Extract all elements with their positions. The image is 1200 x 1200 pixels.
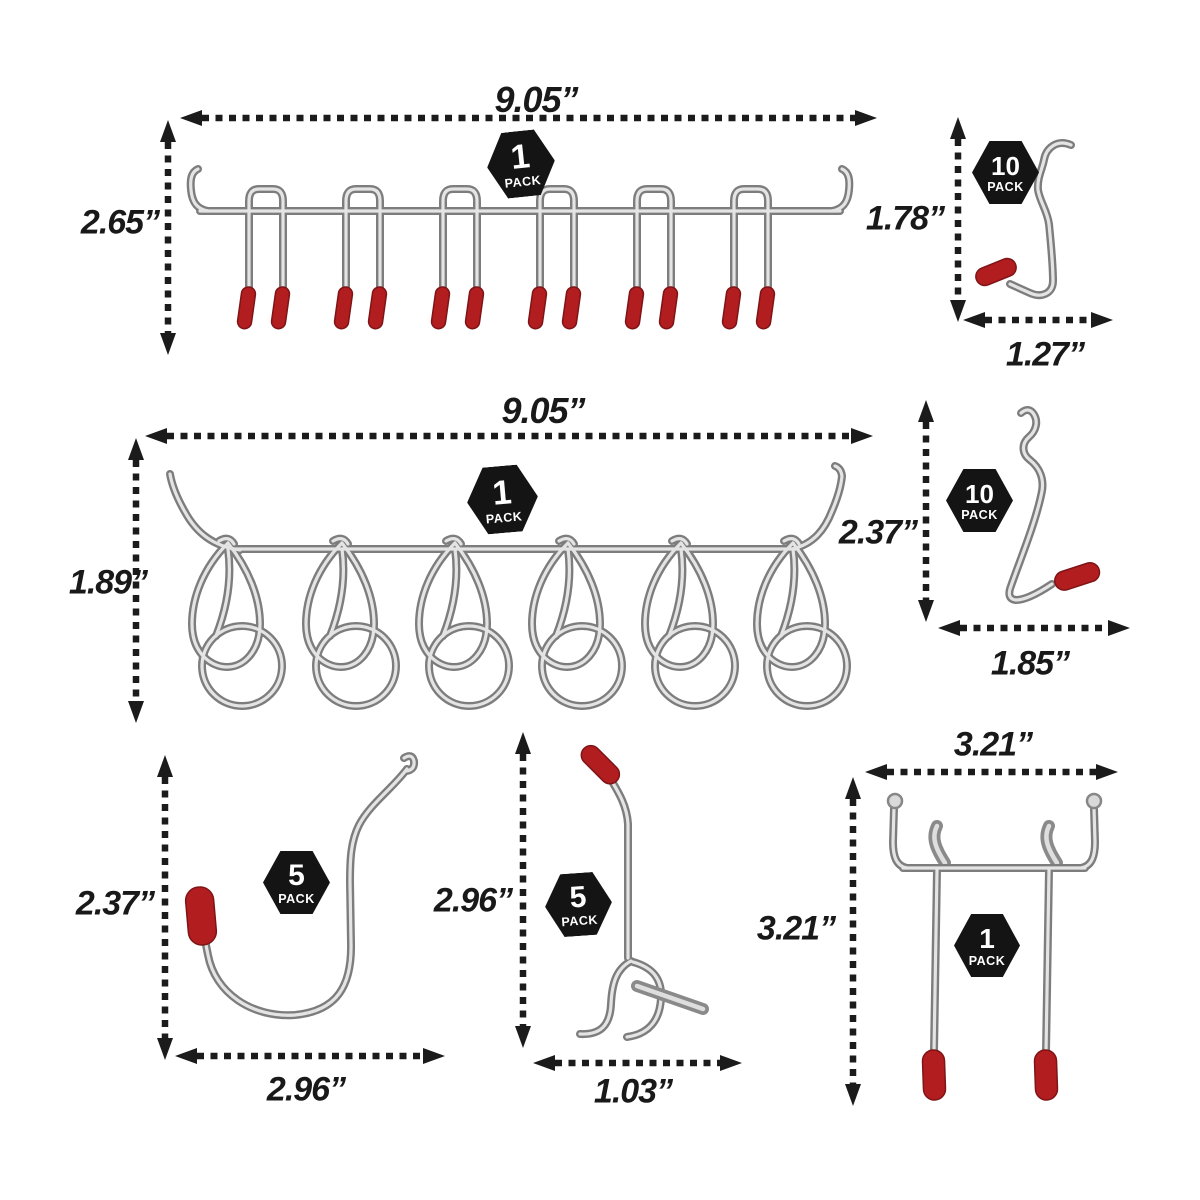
red-tip xyxy=(184,886,218,946)
pack-word: PACK xyxy=(987,179,1024,194)
pack-qty: 10 xyxy=(965,478,994,509)
vertical-arm-hook-graphic xyxy=(577,744,709,1037)
pack-word: PACK xyxy=(485,509,523,527)
rail-u-prongs-graphic xyxy=(191,169,850,330)
dimension-arrows xyxy=(128,110,1130,1106)
pack-qty: 10 xyxy=(991,150,1020,181)
red-tips xyxy=(236,286,776,330)
red-tip xyxy=(921,1049,947,1101)
double-prong-hook-graphic xyxy=(886,792,1103,1101)
pack-word: PACK xyxy=(961,507,998,522)
large-j-hook-graphic xyxy=(184,756,415,1015)
pack-qty: 1 xyxy=(490,473,513,513)
dim-label-hook4-width: 1.85” xyxy=(990,644,1070,683)
dim-label-hook4-height: 2.37” xyxy=(838,513,918,552)
dim-label-hook5-height: 2.37” xyxy=(75,884,155,923)
pack-word: PACK xyxy=(504,173,542,192)
dim-label-rail3-width: 9.05” xyxy=(501,390,585,431)
red-tip xyxy=(1054,562,1101,591)
red-tip xyxy=(580,744,621,785)
peg-ball-tip xyxy=(886,792,904,810)
dim-label-hook7-height: 3.21” xyxy=(756,909,836,948)
pack-qty: 1 xyxy=(508,137,532,178)
dim-label-hook2-height: 1.78” xyxy=(865,199,945,238)
dim-label-hook6-width: 1.03” xyxy=(593,1072,673,1111)
red-tip xyxy=(1033,1049,1059,1101)
red-tip xyxy=(975,257,1017,287)
pack-word: PACK xyxy=(278,891,315,906)
pack-qty: 1 xyxy=(979,922,995,954)
dim-label-rail3-height: 1.89” xyxy=(68,563,148,602)
pack-qty: 5 xyxy=(568,880,588,915)
angled-peg-hook-graphic xyxy=(1009,410,1101,600)
curved-peg-hook-graphic xyxy=(975,143,1071,295)
dim-label-hook7-width: 3.21” xyxy=(953,725,1033,764)
dim-label-hook2-width: 1.27” xyxy=(1005,335,1085,374)
pack-qty: 5 xyxy=(288,858,305,892)
pack-word: PACK xyxy=(968,953,1006,968)
pack-word: PACK xyxy=(560,912,599,929)
dim-label-rail1-width: 9.05” xyxy=(494,79,578,120)
dim-label-hook5-width: 2.96” xyxy=(266,1070,346,1109)
peg-ball-tip xyxy=(1085,792,1103,810)
dim-label-hook6-height: 2.96” xyxy=(433,881,513,920)
dim-label-rail1-height: 2.65” xyxy=(80,203,160,242)
